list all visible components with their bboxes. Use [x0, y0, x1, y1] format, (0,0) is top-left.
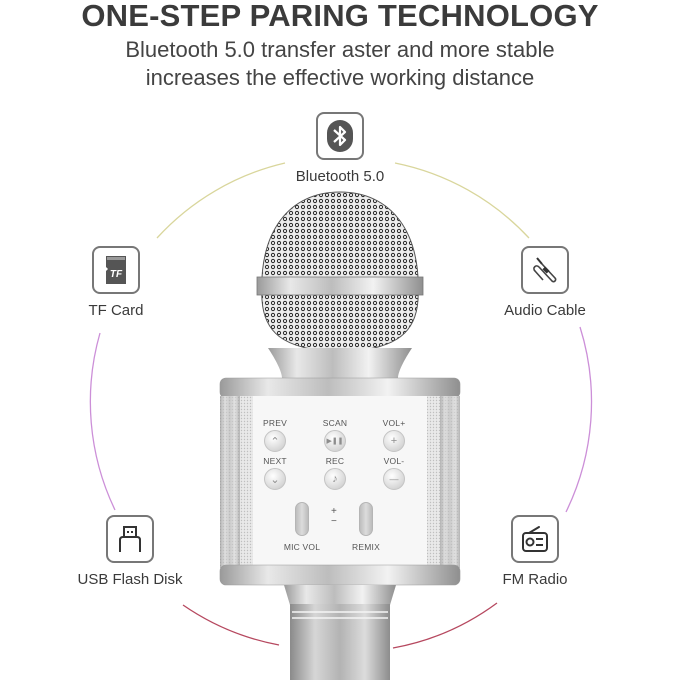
arc-bottom-left — [182, 604, 280, 646]
feature-fm-radio: FM Radio — [480, 515, 590, 588]
feature-label: TF Card — [88, 302, 144, 319]
vol-minus-button: — — [383, 468, 405, 490]
vol-plus-label: VOL+ — [382, 418, 406, 428]
play-pause-icon: ▶❚❚ — [326, 438, 344, 445]
bluetooth-icon — [327, 120, 353, 152]
prev-button: ⌃ — [264, 430, 286, 452]
bluetooth-icon-box — [316, 112, 364, 160]
mic-head — [261, 191, 419, 353]
audio-cable-icon-box — [521, 246, 569, 294]
rec-label: REC — [325, 456, 345, 466]
subtitle-line-2: increases the effective working distance — [145, 65, 535, 90]
subtitle-line-1: Bluetooth 5.0 transfer aster and more st… — [125, 37, 555, 62]
prev-label: PREV — [263, 418, 287, 428]
sd-card-icon: TF — [106, 256, 126, 284]
feature-usb-flash-disk: USB Flash Disk — [70, 515, 190, 588]
radio-icon — [522, 526, 548, 552]
mic-vol-label: MIC VOL — [283, 542, 321, 552]
feature-tf-card: TF TF Card — [76, 246, 156, 319]
arc-top-left — [156, 162, 286, 239]
minus-icon: — — [389, 474, 399, 484]
scan-button: ▶❚❚ — [324, 430, 346, 452]
plus-sign: + — [330, 506, 338, 517]
plus-icon: + — [390, 435, 398, 447]
feature-label: Bluetooth 5.0 — [295, 168, 385, 185]
minus-sign: − — [330, 516, 338, 527]
chevron-down-icon: ⌄ — [270, 473, 280, 486]
next-label: NEXT — [263, 456, 287, 466]
scan-label: SCAN — [322, 418, 348, 428]
chevron-up-icon: ⌃ — [270, 435, 280, 448]
tf-card-icon-box: TF — [92, 246, 140, 294]
usb-icon-box — [106, 515, 154, 563]
mic-body-bottom-rim — [219, 564, 461, 586]
arc-top-right — [394, 162, 530, 239]
feature-label: FM Radio — [502, 571, 568, 588]
vol-plus-button: + — [383, 430, 405, 452]
radio-icon-box — [511, 515, 559, 563]
mic-body-rim — [219, 377, 461, 399]
arc-bottom-right — [392, 602, 498, 649]
usb-icon — [119, 526, 141, 552]
arc-right — [565, 326, 593, 513]
mic-band — [256, 276, 424, 296]
remix-label: REMIX — [352, 542, 380, 552]
mic-vol-slider — [295, 502, 309, 536]
feature-label: Audio Cable — [504, 302, 586, 319]
remix-slider — [359, 502, 373, 536]
mic-handle — [290, 604, 390, 680]
feature-bluetooth: Bluetooth 5.0 — [290, 112, 390, 185]
tf-icon-text: TF — [110, 269, 123, 280]
mic-collar — [284, 585, 396, 605]
mic-neck — [268, 348, 412, 378]
feature-label: USB Flash Disk — [77, 571, 183, 588]
vol-minus-label: VOL- — [383, 456, 405, 466]
music-note-icon: ♪ — [332, 473, 338, 485]
next-button: ⌄ — [264, 468, 286, 490]
audio-cable-icon — [533, 257, 557, 283]
arc-left — [89, 332, 116, 511]
rec-button: ♪ — [324, 468, 346, 490]
headline: ONE-STEP PARING TECHNOLOGY — [81, 0, 599, 33]
feature-audio-cable: Audio Cable — [490, 246, 600, 319]
